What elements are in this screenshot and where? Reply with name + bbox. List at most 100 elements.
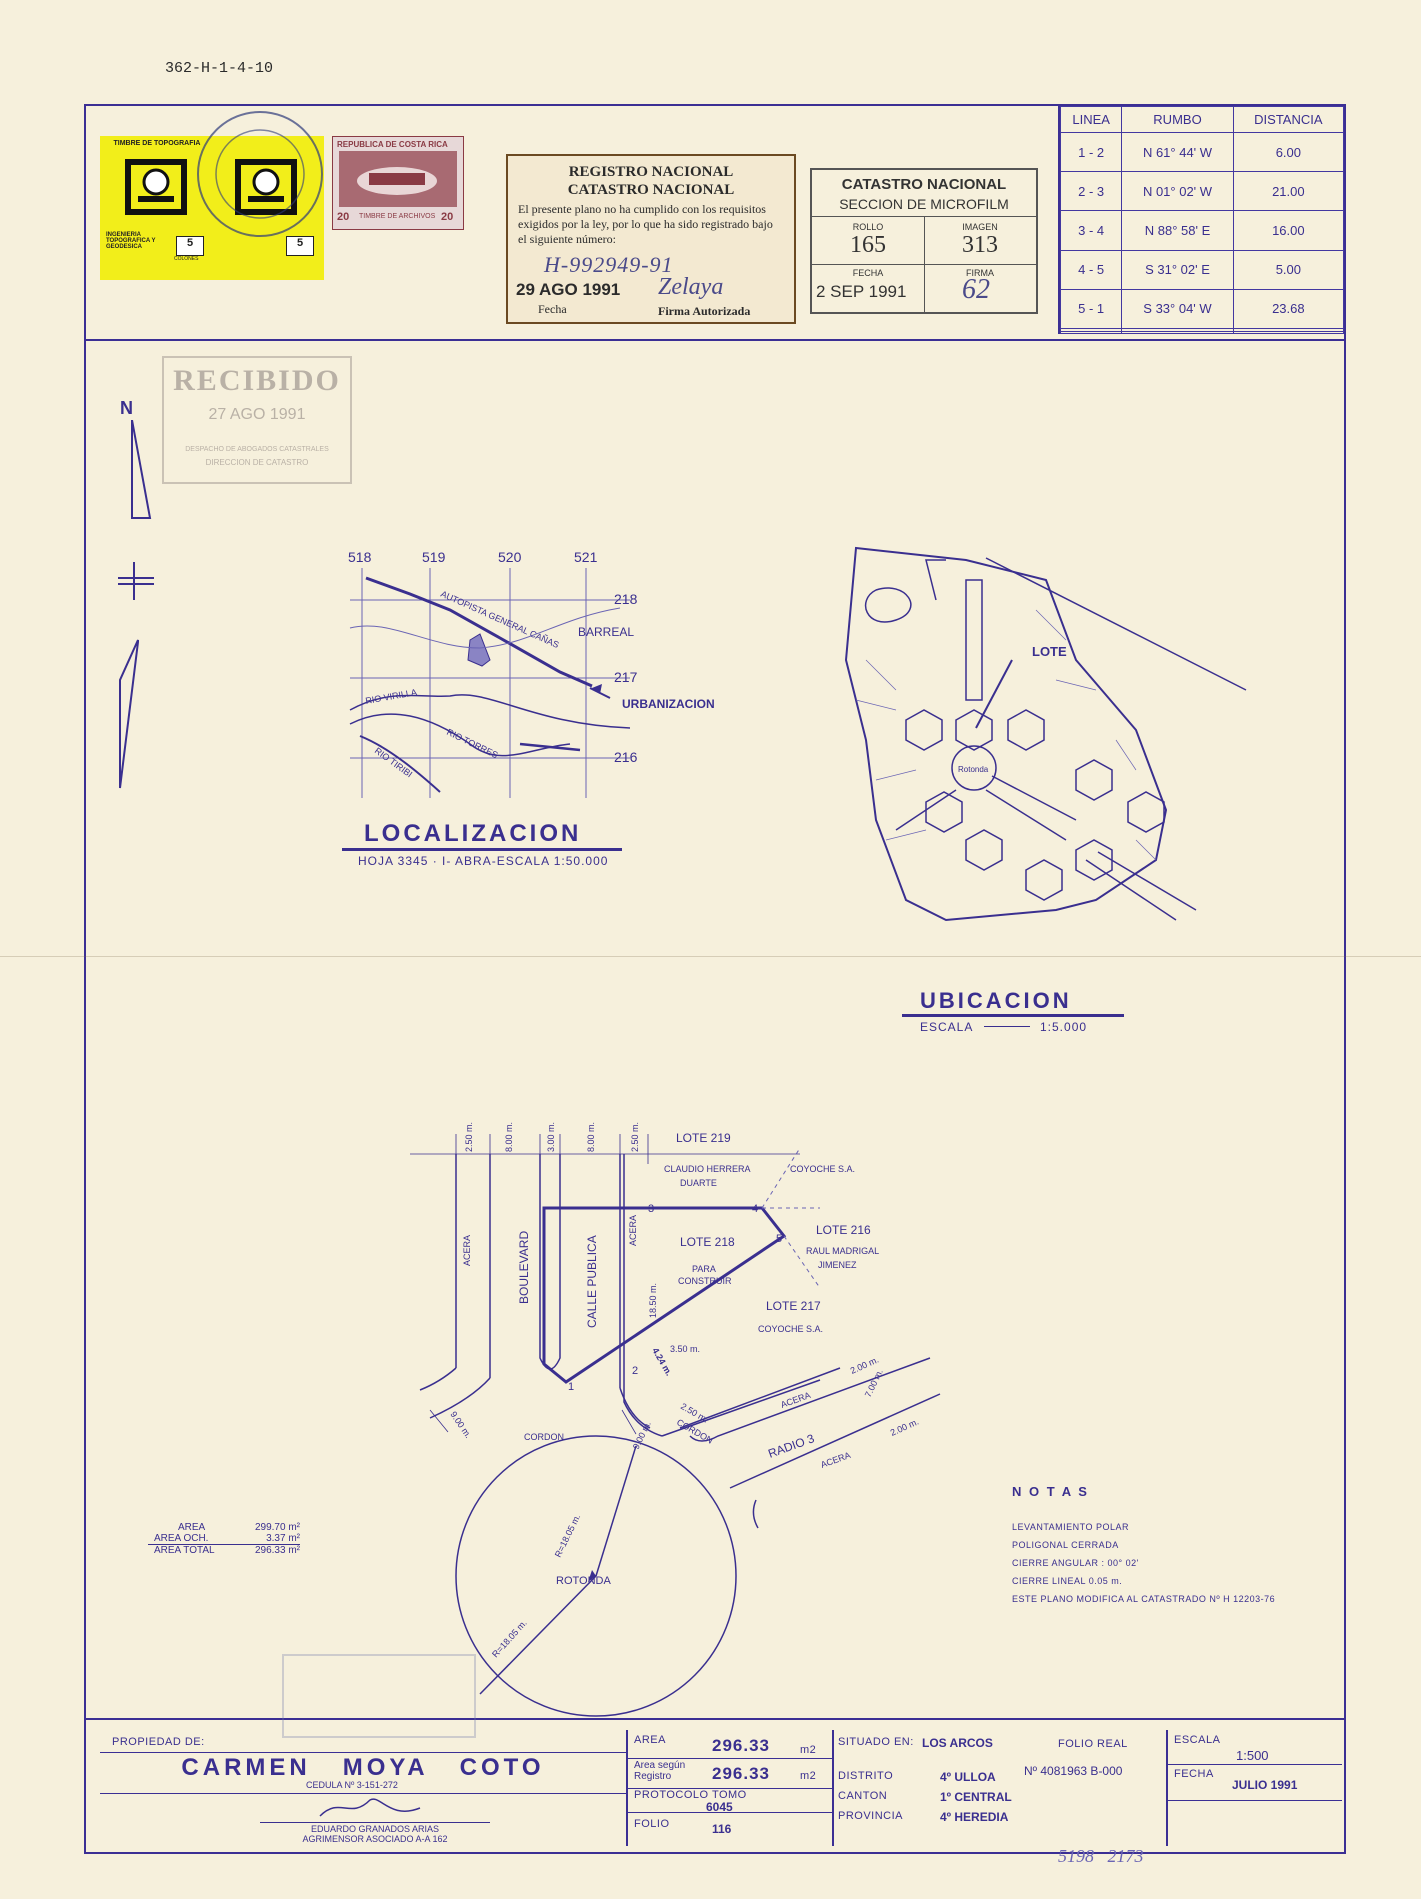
escala-label: ESCALA — [1174, 1734, 1221, 1746]
reference-code: 362-H-1-4-10 — [165, 60, 274, 77]
lote-217-label: LOTE 217 — [766, 1299, 821, 1313]
area-tb-label: AREA — [634, 1734, 666, 1746]
lote-219-owner-1: CLAUDIO HERRERA — [664, 1164, 751, 1174]
bearing-line: 1 - 2 — [1059, 131, 1123, 173]
canton-value: 1º CENTRAL — [940, 1790, 1012, 1804]
timbre-logo-icon-2 — [235, 159, 297, 215]
cedula: CEDULA Nº 3-151-272 — [306, 1780, 398, 1790]
bearing-distance: 21.00 — [1232, 171, 1345, 212]
bearings-header-linea: LINEA — [1059, 106, 1123, 133]
nota-line: CIERRE ANGULAR : 00° 02' — [1012, 1558, 1139, 1568]
drawing-frame — [84, 104, 1346, 1854]
cordon-label-2: CORDON — [675, 1417, 715, 1446]
nota-line: ESTE PLANO MODIFICA AL CATASTRADO Nº H 1… — [1012, 1594, 1276, 1604]
lote-216-owner-2: JIMENEZ — [818, 1260, 857, 1270]
timbre-value: 5 — [176, 236, 204, 256]
faded-stamp — [282, 1654, 476, 1738]
microfilm-title: CATASTRO NACIONAL — [841, 176, 1007, 193]
radio-3-label: RADIO 3 — [766, 1431, 816, 1461]
fecha-value: JULIO 1991 — [1232, 1778, 1298, 1792]
urbanizacion-area — [467, 633, 491, 667]
area-och-label: AREA OCH. — [154, 1533, 209, 1544]
timbre-topografia-stamps: TIMBRE DE TOPOGRAFIA INGENIERIA TOPOGRAF… — [100, 136, 324, 280]
ubicacion-escala-value: 1:5.000 — [1040, 1020, 1088, 1034]
area-total-label: AREA TOTAL — [154, 1545, 215, 1556]
paper-fold — [0, 956, 1421, 957]
localizacion-title: LOCALIZACION — [364, 820, 582, 847]
bearings-header-rumbo: RUMBO — [1121, 106, 1234, 133]
lot-218-polygon — [542, 1206, 787, 1384]
timbre-currency: COLONES — [174, 256, 199, 262]
timbre-org: INGENIERIA TOPOGRAFICA Y GEODESICA — [106, 232, 156, 250]
registro-fecha-label: Fecha — [538, 302, 567, 316]
notas-title: N O T A S — [1012, 1484, 1089, 1499]
folio-value: 116 — [712, 1822, 732, 1836]
protocolo-label: PROTOCOLO TOMO — [634, 1789, 747, 1801]
north-arrow-icon — [118, 420, 154, 789]
boulevard-label: BOULEVARD — [517, 1231, 531, 1304]
microfilm-subtitle: SECCION DE MICROFILM — [839, 196, 1009, 212]
rio-torres-label: RIO TORRES — [445, 727, 499, 760]
acera-label-1: ACERA — [462, 1235, 472, 1266]
bearing-distance: 16.00 — [1232, 210, 1345, 251]
bearings-header-distancia: DISTANCIA — [1232, 106, 1345, 133]
propiedad-label: PROPIEDAD DE: — [112, 1736, 205, 1748]
folio-label: FOLIO — [634, 1818, 670, 1830]
rio-virilla-label: RIO VIRILLA — [365, 687, 418, 706]
canton-label: CANTON — [838, 1790, 888, 1802]
rollo-label: ROLLO — [852, 222, 884, 232]
bearing-distance: 6.00 — [1232, 131, 1345, 173]
area-label: AREA — [178, 1522, 206, 1533]
ubicacion-escala-label: ESCALA — [920, 1020, 974, 1034]
dim-2-00-b: 2.00 m. — [889, 1416, 920, 1437]
microfilm-firma-label: FIRMA — [966, 268, 994, 278]
header-divider — [84, 339, 1344, 341]
lote-216-owner-1: RAUL MADRIGAL — [806, 1246, 879, 1256]
protocolo-value: 6045 — [706, 1800, 733, 1814]
owner-name: CARMEN MOYA COTO — [181, 1754, 545, 1781]
lote-218-desc-2: CONSTRUIR — [678, 1276, 732, 1286]
folio-real-label: FOLIO REAL — [1058, 1738, 1128, 1750]
recibido-date: 27 AGO 1991 — [208, 406, 306, 423]
ubicacion-title: UBICACION — [920, 988, 1072, 1013]
timbre-label: TIMBRE DE TOPOGRAFIA — [113, 140, 201, 147]
bearing-rumbo: S 33° 04' W — [1121, 288, 1234, 330]
north-label: N — [120, 398, 133, 418]
imagen-label: IMAGEN — [962, 222, 998, 232]
provincia-value: 4º HEREDIA — [940, 1810, 1009, 1824]
lote-219-label: LOTE 219 — [676, 1131, 731, 1145]
situado-label: SITUADO EN: — [838, 1736, 914, 1748]
distrito-label: DISTRITO — [838, 1770, 894, 1782]
handwritten-note: 5198 2173 — [1058, 1846, 1144, 1866]
registro-tb-label-1: Area según — [634, 1760, 686, 1771]
point-4: 4 — [752, 1203, 758, 1215]
area-tb-unit: m2 — [800, 1744, 817, 1756]
lote-216-label: LOTE 216 — [816, 1223, 871, 1237]
timbre-archivos-stamp: REPUBLICA DE COSTA RICA 20 TIMBRE DE ARC… — [332, 136, 464, 230]
bearing-line: 3 - 4 — [1059, 210, 1123, 251]
lote-218-desc-1: PARA — [692, 1264, 716, 1274]
area-och-value: 3.37 m² — [266, 1533, 300, 1544]
bearing-line: 4 - 5 — [1059, 249, 1123, 290]
recibido-title: RECIBIDO — [173, 364, 341, 397]
registro-title: REGISTRO NACIONAL — [568, 164, 734, 180]
microfilm-firma: 62 — [962, 274, 990, 305]
microfilm-fecha-label: FECHA — [852, 268, 884, 278]
nota-line: POLIGONAL CERRADA — [1012, 1540, 1119, 1550]
area-total-value: 296.33 m² — [254, 1545, 300, 1556]
point-5: 5 — [776, 1233, 782, 1245]
footer-divider — [84, 1718, 1344, 1720]
surveyor-name: EDUARDO GRANADOS ARIAS — [310, 1824, 440, 1834]
imagen-value: 313 — [962, 232, 998, 258]
barreal-label: BARREAL — [578, 625, 634, 639]
distrito-value: 4º ULLOA — [940, 1770, 996, 1784]
rotonda-label: Rotonda — [958, 765, 989, 774]
archivos-country: REPUBLICA DE COSTA RICA — [337, 140, 448, 149]
area-tb-value: 296.33 — [712, 1736, 770, 1755]
dim-3-50: 3.50 m. — [670, 1344, 700, 1354]
rotonda-plan-label: ROTONDA — [556, 1575, 611, 1587]
cordon-label-1: CORDON — [524, 1432, 564, 1442]
rotonda-circle — [455, 1435, 737, 1717]
dim-9-00-a: 9.00 m. — [448, 1410, 473, 1440]
